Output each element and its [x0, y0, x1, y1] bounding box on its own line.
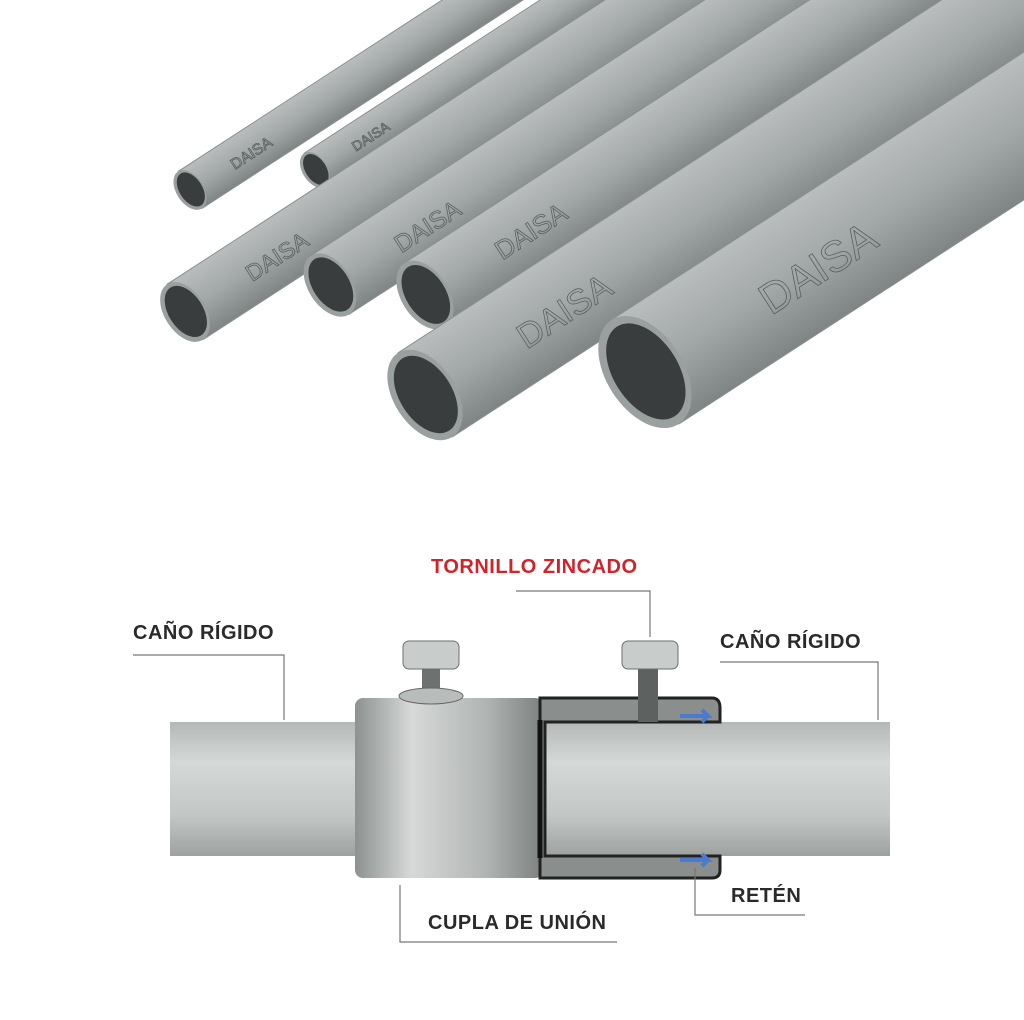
coupling-diagram [133, 590, 890, 943]
pipe-opening [393, 355, 458, 434]
pipe: DAISA [387, 0, 1024, 441]
pipe-opening [401, 265, 451, 324]
retainer-bottom [680, 852, 713, 868]
screw-left [398, 640, 464, 705]
pipe-opening [303, 153, 329, 185]
leader-lines [133, 590, 879, 943]
coupling-sleeve [355, 698, 543, 878]
pipe: DAISA [160, 0, 1024, 342]
label-tornillo-zincado: TORNILLO ZINCADO [431, 556, 638, 578]
right-pipe [545, 722, 890, 856]
pipe-opening [164, 285, 207, 338]
pipe: DAISA [396, 0, 1024, 330]
left-pipe [170, 722, 360, 856]
label-cupla-de-union: CUPLA DE UNIÓN [428, 912, 607, 934]
label-reten: RETÉN [731, 885, 802, 907]
pipe: DAISA [598, 0, 1024, 429]
retainer-top [680, 708, 713, 724]
pipe: DAISA [173, 0, 1024, 210]
screw-right [621, 640, 679, 722]
label-cano-rigido-left: CAÑO RÍGIDO [133, 622, 275, 644]
pipe-opening [176, 172, 205, 207]
pipe-opening [308, 257, 354, 312]
pipe-opening [606, 323, 686, 420]
label-cano-rigido-right: CAÑO RÍGIDO [720, 631, 862, 653]
